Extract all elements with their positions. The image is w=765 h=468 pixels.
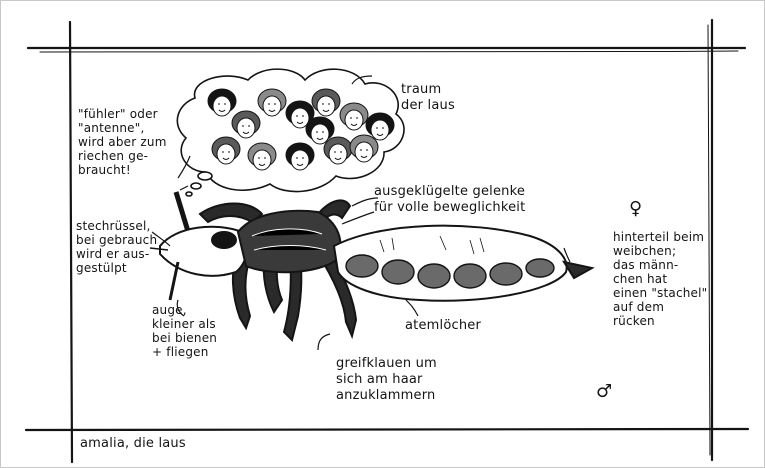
label-eye: auge, kleiner als bei bienen + fliegen — [152, 303, 252, 359]
label-spiracles: atemlöcher — [405, 318, 505, 334]
label-proboscis: stechrüssel, bei gebrauch wird er aus- g… — [76, 219, 166, 275]
caption: amalia, die laus — [80, 436, 330, 452]
stinger-drawing — [564, 262, 592, 278]
louse-abdomen — [334, 226, 592, 301]
louse-thorax — [238, 211, 340, 272]
label-claws: greifklauen um sich am haar anzuklammern — [336, 356, 476, 404]
label-rear: hinterteil beim weibchen; das männ- chen… — [613, 230, 713, 328]
label-joints: ausgeklügelte gelenke für volle beweglic… — [374, 184, 584, 216]
male-symbol: ♂ — [596, 384, 612, 400]
eye-drawing — [212, 232, 236, 248]
female-symbol: ♀ — [629, 201, 642, 217]
label-antenna: "fühler" oder "antenne", wird aber zum r… — [78, 107, 188, 177]
label-dream: traum der laus — [401, 82, 511, 114]
